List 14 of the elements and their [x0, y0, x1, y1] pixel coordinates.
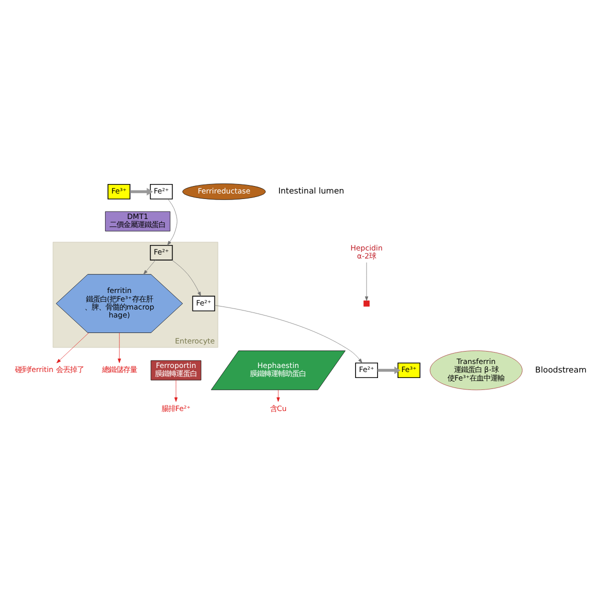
arrow: [276, 390, 280, 402]
arrow: [118, 332, 121, 364]
arrow: [378, 366, 401, 374]
label: Bloodstream: [535, 364, 587, 374]
arrow: [364, 262, 368, 301]
arrow: [214, 305, 362, 364]
arrow: [172, 260, 201, 296]
arrow: [174, 380, 178, 402]
arrow: [56, 332, 89, 364]
arrow: [167, 198, 178, 246]
arrow: [143, 260, 156, 274]
node-cross: [364, 300, 370, 307]
arrow: [130, 188, 153, 196]
label: Intestinal lumen: [278, 186, 344, 196]
